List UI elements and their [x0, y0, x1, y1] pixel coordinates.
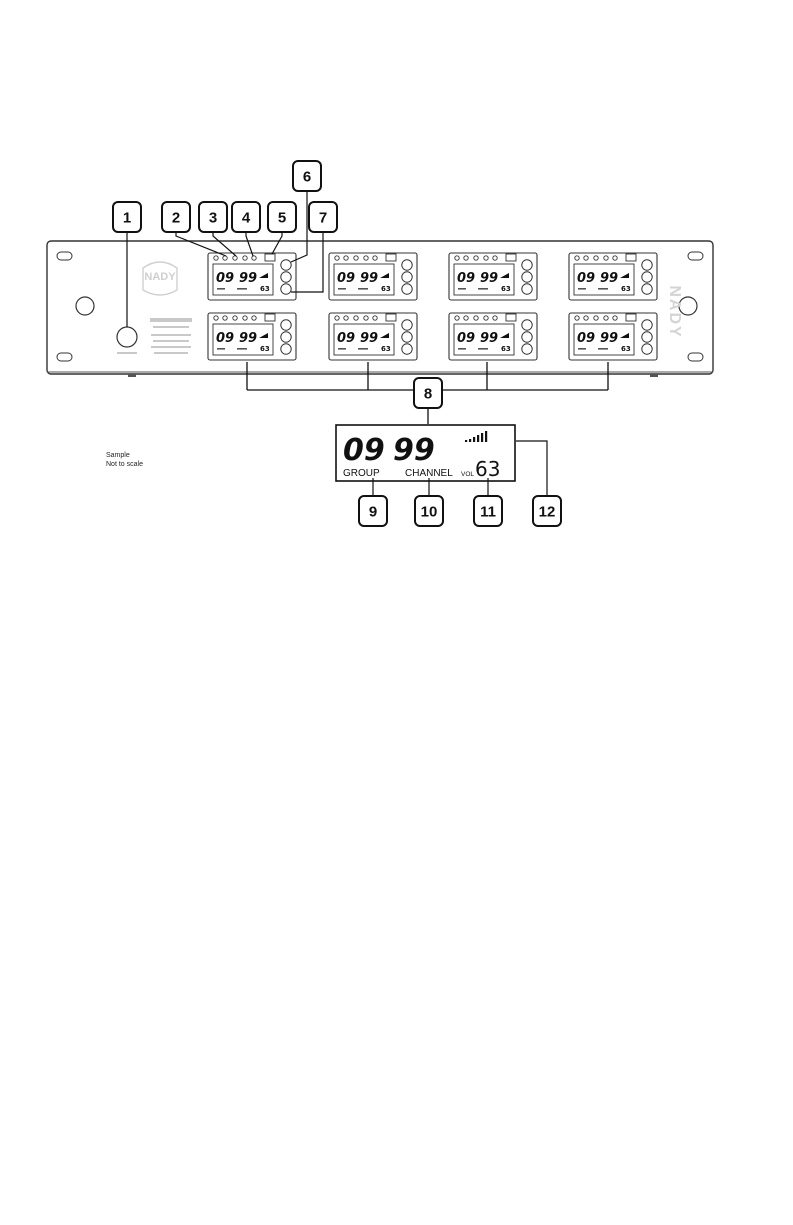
receiver-module: 09 9963 — [449, 313, 537, 360]
module-vol-digits: 63 — [381, 285, 391, 293]
callout-number: 2 — [172, 210, 180, 227]
module-group-digits: 09 — [216, 271, 234, 286]
module-vol-digits: 63 — [501, 285, 511, 293]
svg-text:NADY: NADY — [144, 271, 176, 283]
callout-2: 2 — [162, 202, 190, 232]
receiver-module: 09 9963 — [208, 313, 296, 360]
callout-number: 3 — [209, 210, 217, 227]
module-group-digits: 09 — [337, 271, 355, 286]
callout-number: 1 — [123, 210, 131, 227]
module-vol-digits: 63 — [381, 345, 391, 353]
module-channel-digits: 99 — [360, 271, 378, 286]
callout-number: 5 — [278, 210, 286, 227]
module-group-digits: 09 — [577, 331, 595, 346]
module-channel-digits: 99 — [360, 331, 378, 346]
module-group-digits: 09 — [216, 331, 234, 346]
callout-10: 10 — [415, 496, 443, 526]
module-channel-digits: 99 — [480, 271, 498, 286]
lcd-vol-label: VOL — [461, 471, 474, 478]
callout-5: 5 — [268, 202, 296, 232]
sample-note: Sample Not to scale — [106, 451, 143, 469]
lcd-channel-digits: 99 — [393, 433, 435, 468]
module-channel-digits: 99 — [600, 271, 618, 286]
callout-6: 6 — [293, 161, 321, 191]
callout-number: 7 — [319, 210, 327, 227]
lcd-channel-label: CHANNEL — [405, 468, 453, 479]
module-group-digits: 09 — [577, 271, 595, 286]
note-line-2: Not to scale — [106, 460, 143, 469]
module-channel-digits: 99 — [239, 271, 257, 286]
callout-9: 9 — [359, 496, 387, 526]
note-line-1: Sample — [106, 451, 143, 460]
callout-7: 7 — [309, 202, 337, 232]
callout-12: 12 — [533, 496, 561, 526]
receiver-module: 09 9963 — [569, 313, 657, 360]
receiver-module: 09 9963 — [329, 253, 417, 300]
module-vol-digits: 63 — [260, 285, 270, 293]
lcd-vol-value: 63 — [475, 457, 500, 481]
lcd-group-digits: 09 — [343, 433, 385, 468]
module-group-digits: 09 — [457, 331, 475, 346]
callout-number: 12 — [539, 504, 556, 521]
callout-number: 11 — [480, 504, 496, 521]
callout-number: 6 — [303, 169, 311, 186]
lcd-detail-display: 09 99 GROUP CHANNEL VOL 63 — [336, 425, 515, 481]
module-vol-digits: 63 — [621, 345, 631, 353]
side-brand-text: NADY — [666, 285, 683, 338]
callout-number: 10 — [421, 504, 438, 521]
module-group-digits: 09 — [337, 331, 355, 346]
module-vol-digits: 63 — [501, 345, 511, 353]
callout-11: 11 — [474, 496, 502, 526]
receiver-module: 09 9963 — [208, 253, 296, 300]
module-group-digits: 09 — [457, 271, 475, 286]
callout-3: 3 — [199, 202, 227, 232]
callout-number: 9 — [369, 504, 377, 521]
callout-number: 8 — [424, 386, 432, 403]
module-vol-digits: 63 — [260, 345, 270, 353]
lcd-group-label: GROUP — [343, 468, 380, 479]
module-channel-digits: 99 — [239, 331, 257, 346]
module-vol-digits: 63 — [621, 285, 631, 293]
callout-number: 4 — [242, 210, 251, 227]
callout-4: 4 — [232, 202, 260, 232]
callout-1: 1 — [113, 202, 141, 232]
callout-8: 8 — [414, 378, 442, 408]
module-channel-digits: 99 — [480, 331, 498, 346]
module-channel-digits: 99 — [600, 331, 618, 346]
